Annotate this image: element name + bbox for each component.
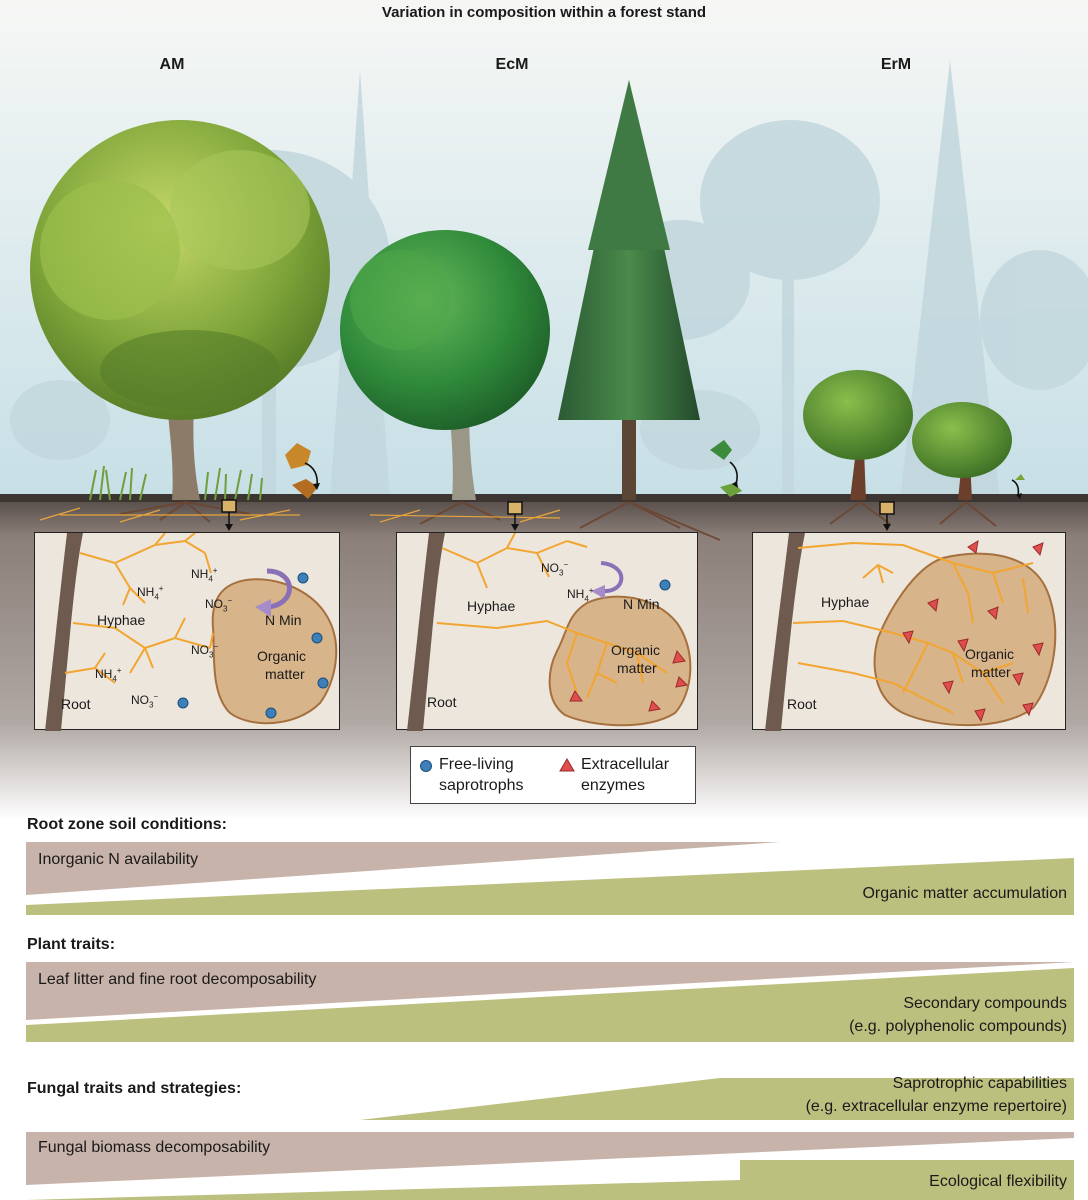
wedge-organic-accumulation	[26, 858, 1074, 915]
erm-hyphae-label: Hyphae	[821, 594, 870, 610]
column-label-ecm: EcM	[495, 56, 529, 73]
ecm-hyphae-label: Hyphae	[467, 598, 516, 614]
ecological-flexibility-label: Ecological flexibility	[929, 1173, 1067, 1190]
organic-accumulation-label: Organic matter accumulation	[862, 885, 1067, 902]
soil-surface	[0, 494, 1088, 502]
legend-enzymes-line2: enzymes	[581, 777, 646, 794]
ecm-broadleaf-tree	[340, 230, 550, 500]
wedge-inorganic-n	[26, 842, 780, 895]
ecm-panel: Hyphae Root N Min Organic matter NO3− NH…	[396, 532, 698, 731]
surface-hyphae	[39, 507, 561, 523]
n-min-arrow	[266, 568, 292, 610]
saprotrophic-example: (e.g. extracellular enzyme repertoire)	[805, 1098, 1067, 1115]
trait-wedges	[26, 842, 1074, 1200]
secondary-compounds-example: (e.g. polyphenolic compounds)	[849, 1018, 1067, 1035]
am-no3-ion: NO3−	[205, 596, 233, 614]
saprotroph-cells	[177, 572, 329, 719]
ecm-nh4-ion: NH4+	[567, 586, 594, 604]
figure-title: Variation in composition within a forest…	[381, 4, 707, 21]
am-litter-leaf	[285, 443, 320, 499]
erm-panel: Hyphae Root Organic matter	[752, 532, 1066, 731]
wedge-saprotrophic	[360, 1078, 1074, 1120]
enzyme-markers	[569, 649, 689, 712]
column-label-am: AM	[159, 56, 185, 73]
am-tree	[30, 120, 330, 500]
hyphae-network	[436, 533, 668, 699]
am-no3-ion: NO3−	[191, 642, 219, 660]
ecm-matter-label: matter	[617, 660, 657, 676]
ecm-litter-leaf	[710, 440, 742, 497]
legend-enzymes-line1: Extracellular	[581, 756, 670, 773]
ecm-no3-ion: NO3−	[541, 560, 569, 578]
saprotroph-cell	[659, 579, 671, 591]
am-root-label: Root	[61, 696, 91, 712]
am-hyphae-label: Hyphae	[97, 612, 146, 628]
secondary-compounds-label: Secondary compounds	[903, 995, 1067, 1012]
legend: Free-living saprotrophs Extracellular en…	[410, 746, 696, 804]
am-panel: Hyphae Root N Min Organic matter NH4+ NH…	[34, 532, 340, 731]
zoom-markers	[221, 499, 895, 531]
wedge-biomass-decomposability	[26, 1132, 1074, 1185]
inorganic-n-label: Inorganic N availability	[38, 851, 199, 868]
ecm-root-label: Root	[427, 694, 457, 710]
n-min-arrowhead	[591, 585, 605, 599]
am-nmin-label: N Min	[265, 612, 302, 628]
erm-organic-label: Organic	[965, 646, 1015, 662]
root-shape	[407, 533, 445, 731]
ecm-organic-label: Organic	[611, 642, 661, 658]
erm-panel-drawing	[765, 533, 1057, 731]
organic-matter-blob	[211, 578, 338, 725]
wedge-decomposability	[26, 962, 1074, 1020]
surface-roots	[119, 501, 997, 541]
ecm-fir-tree	[558, 80, 700, 500]
plant-section-heading: Plant traits:	[27, 936, 116, 953]
ecm-panel-drawing	[407, 533, 692, 731]
am-no3-ion: NO3−	[131, 692, 159, 710]
erm-matter-label: matter	[971, 664, 1011, 680]
enzyme-markers	[902, 540, 1044, 723]
ecm-nmin-label: N Min	[623, 596, 660, 612]
legend-saprotrophs-line2: saprotrophs	[439, 777, 524, 794]
n-min-arrowhead	[255, 599, 271, 617]
saprotrophic-label: Saprotrophic capabilities	[892, 1075, 1067, 1092]
biomass-decomposability-label: Fungal biomass decomposability	[38, 1139, 271, 1156]
column-label-erm: ErM	[880, 56, 912, 73]
root-shape	[45, 533, 83, 731]
root-shape	[765, 533, 805, 731]
erm-shrub-right	[912, 402, 1012, 500]
decomposability-label: Leaf litter and fine root decomposabilit…	[38, 971, 317, 988]
erm-shrub-left	[803, 370, 913, 500]
saprotroph-legend-icon	[420, 760, 432, 772]
n-min-arrow	[600, 561, 624, 594]
enzyme-legend-icon	[559, 758, 575, 772]
am-organic-label: Organic	[257, 648, 307, 664]
am-nh4-ion: NH4+	[95, 666, 122, 684]
legend-saprotrophs-line1: Free-living	[439, 756, 514, 773]
fungal-section-heading: Fungal traits and strategies:	[27, 1080, 242, 1097]
am-matter-label: matter	[265, 666, 305, 682]
am-panel-drawing	[45, 533, 338, 731]
organic-matter-blob	[548, 595, 692, 727]
hyphae-network	[792, 541, 1034, 714]
erm-root-label: Root	[787, 696, 817, 712]
am-nh4-ion: NH4+	[137, 584, 164, 602]
am-grass	[89, 465, 263, 501]
soil-section-heading: Root zone soil conditions:	[27, 816, 227, 833]
hyphae-network	[64, 533, 214, 684]
am-nh4-ion: NH4+	[191, 566, 218, 584]
wedge-ecological-flexibility	[26, 1160, 1074, 1200]
wedge-secondary-compounds	[26, 968, 1074, 1042]
erm-litter	[1011, 474, 1025, 499]
